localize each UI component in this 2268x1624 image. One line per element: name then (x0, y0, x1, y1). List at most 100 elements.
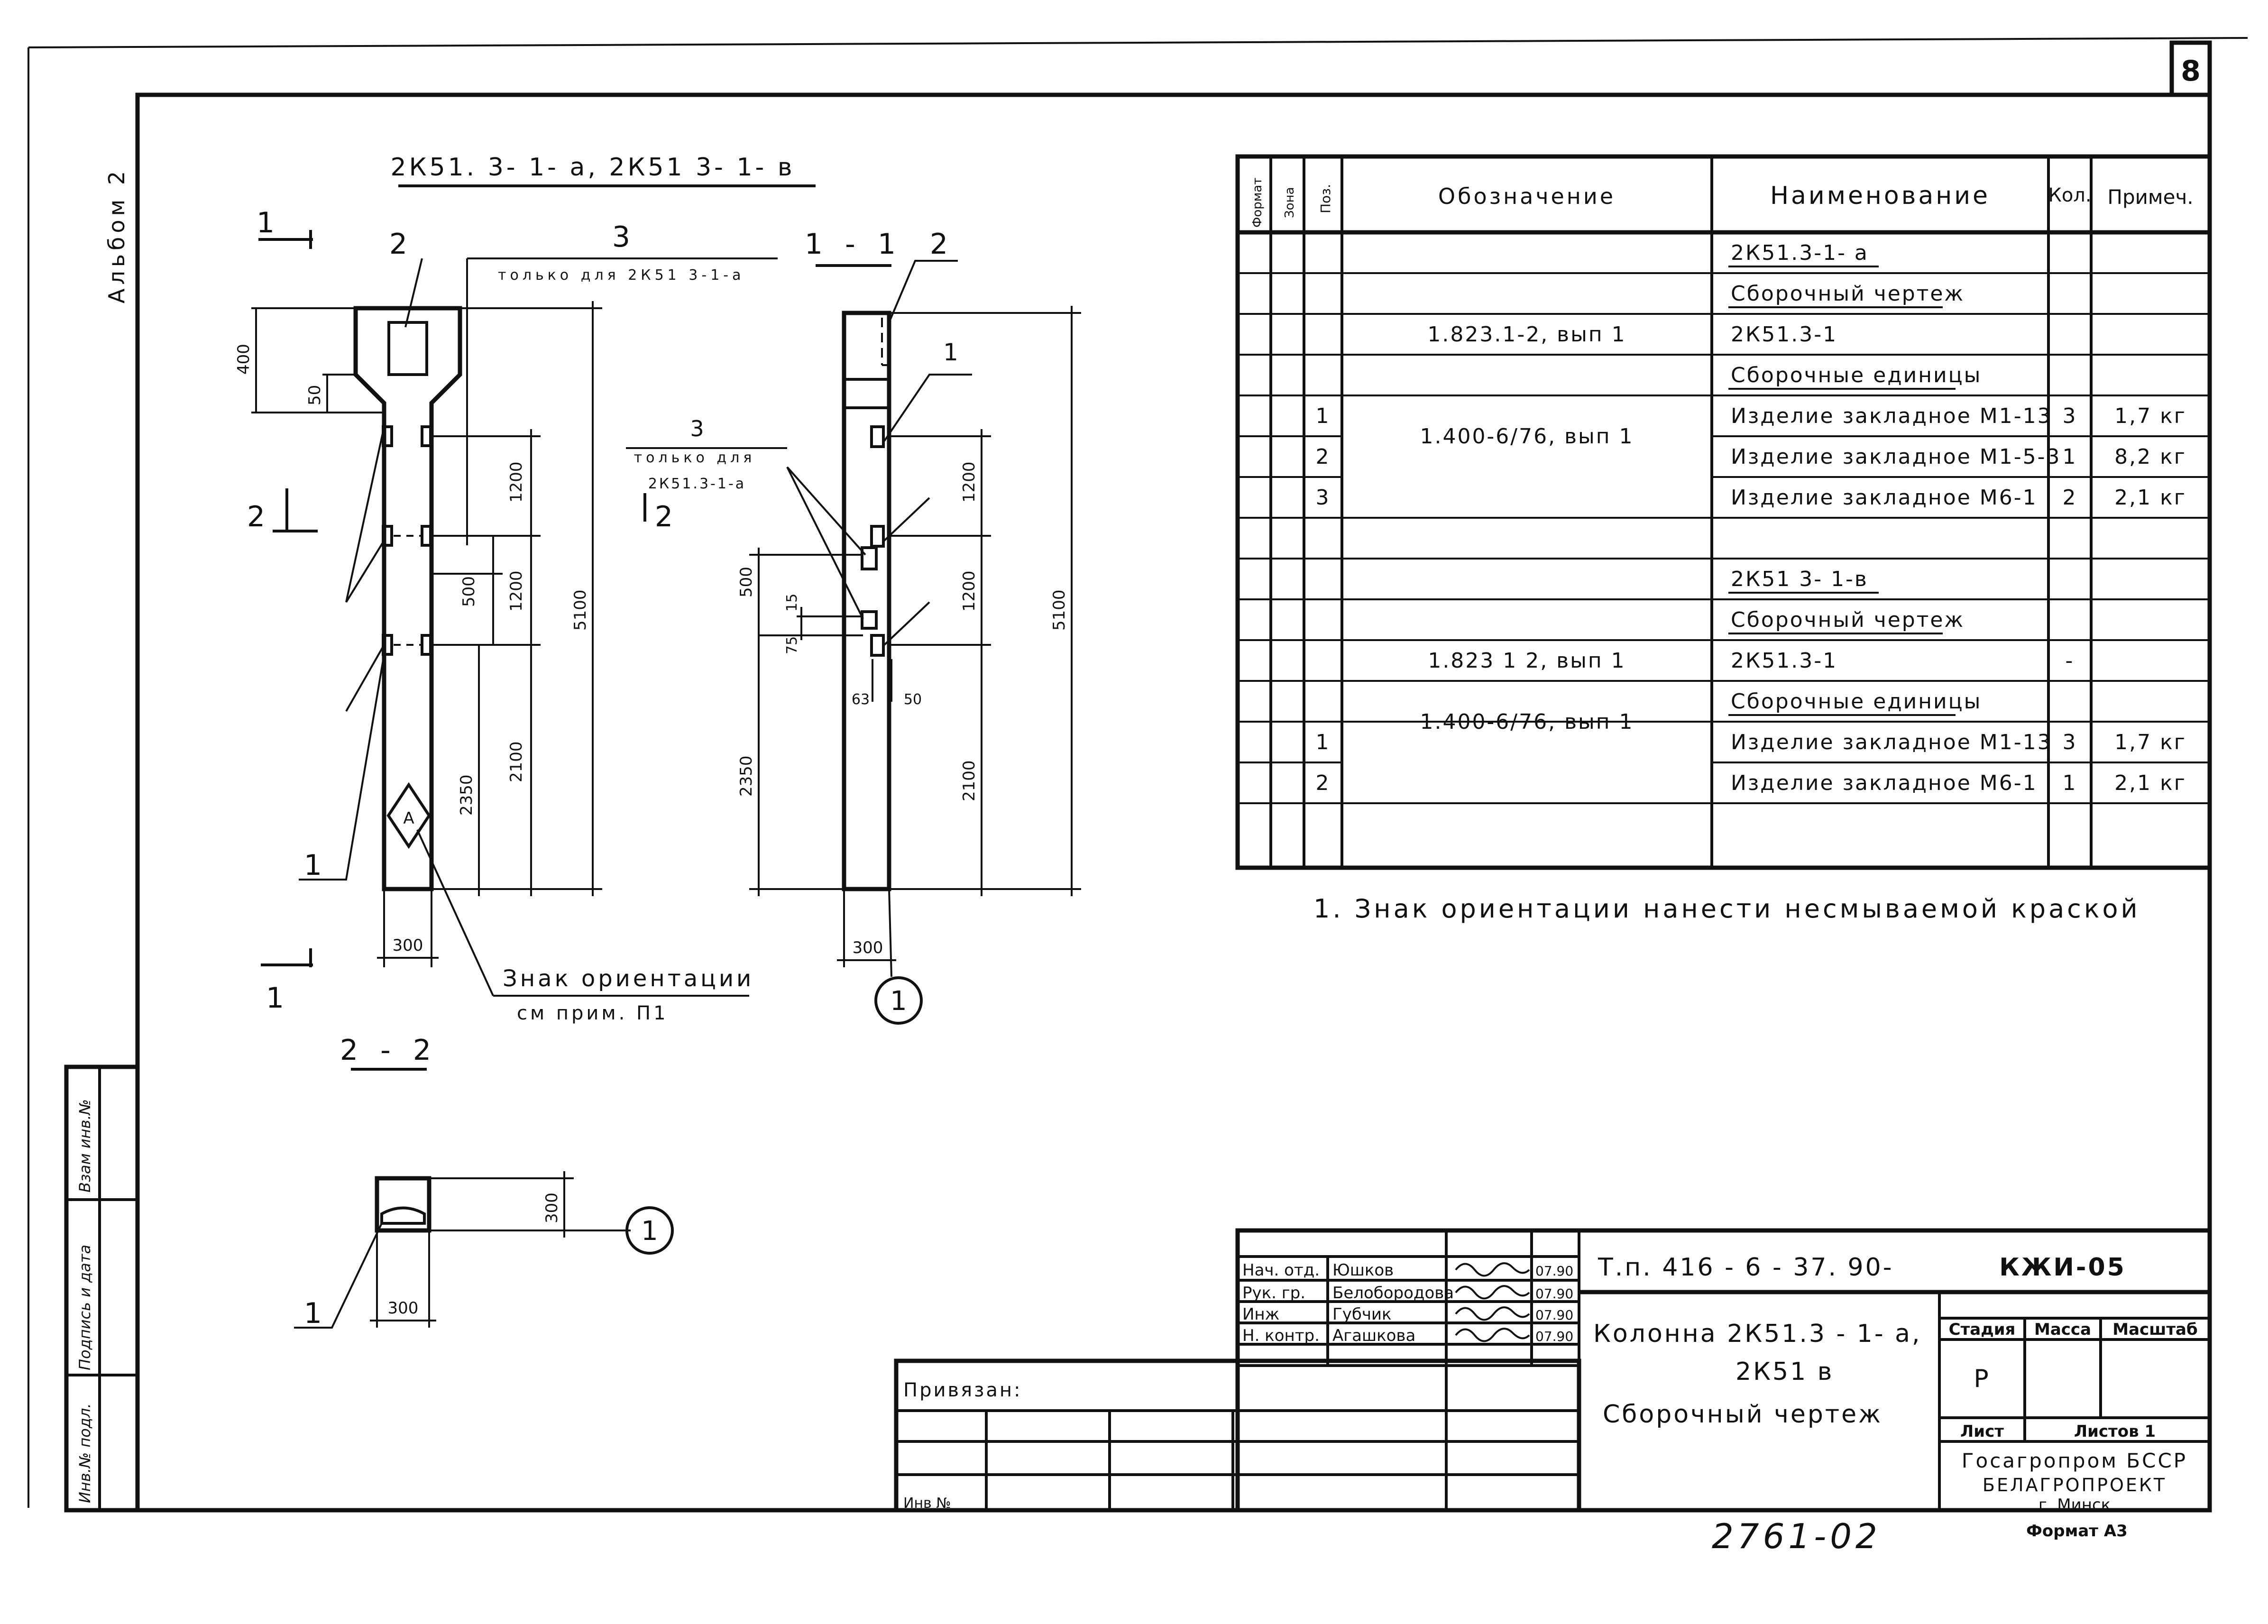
doc-code: Т.п. 416 - 6 - 37. 90- (1598, 1253, 1894, 1282)
spec-header-designation: Обозначение (1438, 184, 1616, 209)
dim-5100-side: 5100 (1050, 589, 1069, 631)
side-view-dimensions: 500 2350 15 75 63 50 1200 1200 2100 5100… (737, 306, 1081, 967)
dim-2350-front: 2350 (457, 774, 476, 816)
dim-50-head: 50 (305, 385, 324, 405)
spec-note-cell: 8,2 кг (2114, 445, 2186, 469)
spec-header-name: Наименование (1770, 182, 1990, 210)
side-stamp-inventory: Инв.№ подл. (76, 1403, 94, 1503)
general-note: 1. Знак ориентации нанести несмываемой к… (1313, 894, 2140, 924)
dim-1200-side-b: 1200 (960, 570, 979, 612)
spec-name-cell: Сборочные единицы (1731, 363, 1982, 387)
spec-name-cell: Изделие закладное М1-5-3 (1731, 445, 2061, 469)
dim-500-front: 500 (459, 576, 478, 607)
sheets-label: Листов 1 (2074, 1422, 2156, 1441)
section-2-2-outline (375, 1176, 432, 1233)
section-mark-1-bottom: 1 (266, 982, 284, 1015)
pos-label-3-side: 3 (690, 416, 704, 441)
sheet-trim-top (28, 37, 2248, 48)
spec-note-cell: 1,7 кг (2114, 730, 2186, 754)
pos-label-2-front: 2 (389, 228, 407, 261)
spec-designation-cell: 1.823.1-2, вып 1 (1427, 322, 1626, 347)
callout-1-section: 1 (641, 1216, 658, 1247)
dim-300-section-v: 300 (542, 1193, 561, 1223)
dim-500-side: 500 (737, 567, 756, 597)
spec-designation-cell: 1.400-6/76, вып 1 (1420, 424, 1634, 449)
dim-50-side: 50 (904, 691, 922, 708)
orientation-note-line2: см прим. П1 (517, 1002, 669, 1024)
spec-qty-cell: 3 (2063, 404, 2077, 428)
bound-label: Привязан: (903, 1379, 1022, 1401)
stage-value: Р (1974, 1365, 1990, 1393)
pos-label-2-side: 2 (930, 228, 948, 261)
spec-name-cell: Изделие закладное М1-13 (1731, 730, 2052, 754)
spec-qty-cell: 1 (2063, 445, 2077, 469)
orientation-symbol: А (403, 809, 414, 828)
side-column-outline (842, 311, 891, 891)
front-view-labels: 2 3 только для 2К51 3-1-а 1 1 2 1 Знак о… (247, 206, 778, 1024)
spec-qty-cell: 1 (2063, 771, 2077, 795)
spec-name-cell: Сборочные единицы (1731, 689, 1982, 714)
spec-name-cell: 2К51 3- 1-в (1731, 567, 1868, 591)
callout-circle-section (625, 1206, 674, 1255)
tb-role-cell: Инж (1242, 1305, 1279, 1324)
section-mark-1-top: 1 (257, 206, 275, 239)
head-opening (387, 321, 428, 376)
dim-5100-front: 5100 (571, 589, 590, 631)
tb-name-cell: Агашкова (1332, 1326, 1415, 1345)
pos-label-1-front: 1 (304, 849, 322, 882)
dim-75: 75 (784, 636, 800, 654)
dim-2350-side: 2350 (737, 755, 756, 797)
pos-label-1-section: 1 (304, 1297, 322, 1330)
org-line1: Госагропром БССР (1962, 1449, 2187, 1472)
archive-number: 2761-02 (1712, 1516, 1881, 1556)
sheet-label: Лист (1960, 1422, 2004, 1441)
spec-table-frame (1235, 154, 2212, 870)
callout-1-side: 1 (890, 986, 907, 1017)
inv-label: Инв № (903, 1495, 951, 1512)
section-2-2: 2 - 2 300 300 1 1 (294, 1034, 674, 1330)
only-for-line1: только для (634, 450, 756, 466)
signature-mark (1455, 1285, 1530, 1300)
dim-1200-side-a: 1200 (960, 461, 979, 503)
spec-header-pos: Поз. (1318, 184, 1333, 213)
spec-pos-cell: 1 (1316, 730, 1331, 754)
spec-header-qty: Кол. (2048, 184, 2091, 206)
dim-1200-a: 1200 (507, 461, 526, 503)
spec-name-cell: 2К51.3-1 (1731, 649, 1837, 673)
dim-2100-front: 2100 (507, 741, 526, 782)
spec-name-cell: Изделие закладное М6-1 (1731, 771, 2038, 795)
side-stamp: Взам инв.№ Подпись и дата Инв.№ подл. (64, 1064, 140, 1513)
dim-63: 63 (852, 691, 870, 708)
section-2-2-title: 2 - 2 (340, 1034, 438, 1067)
spec-designation-cell: 1.400-6/76, вып 1 (1420, 710, 1634, 734)
pos-label-3-front: 3 (612, 220, 630, 254)
spec-name-cell: Сборочный чертеж (1731, 608, 1965, 632)
title-block: Привязан: Инв № Т.п. 416 - 6 - 37. 90- К… (894, 1228, 2212, 1514)
mass-label: Масса (2034, 1320, 2091, 1339)
spec-name-cell: 2К51.3-1 (1731, 322, 1837, 347)
spec-name-cell: Изделие закладное М1-13 (1731, 404, 2052, 428)
only-for-line2: 2К51.3-1-а (648, 476, 746, 492)
dim-1200-b: 1200 (507, 570, 526, 612)
spec-header-format: Формат (1250, 178, 1265, 228)
front-view-dimensions: 400 50 1200 1200 500 2100 2350 5100 300 (234, 301, 602, 967)
spec-note-cell: 1,7 кг (2114, 404, 2186, 428)
spec-qty-cell: 2 (2063, 486, 2077, 510)
dim-300-section-h: 300 (388, 1299, 419, 1318)
side-stamp-signature: Подпись и дата (76, 1245, 94, 1370)
callout-circle-side (874, 976, 923, 1025)
sheet-number-box: 8 (2169, 40, 2212, 97)
spec-name-cell: Изделие закладное М6-1 (1731, 486, 2038, 510)
tb-role-cell: Н. контр. (1242, 1326, 1320, 1345)
spec-note-cell: 2,1 кг (2114, 486, 2186, 510)
signature-mark (1455, 1328, 1530, 1342)
org-line2: БЕЛАГРОПРОЕКТ (1983, 1475, 2167, 1496)
doc-mark: КЖИ-05 (1999, 1253, 2126, 1282)
orientation-note-line1: Знак ориентации (503, 965, 754, 992)
spec-name-cell: Сборочный чертеж (1731, 282, 1965, 306)
spec-header-note: Примеч. (2107, 185, 2193, 209)
sheet-number: 8 (2181, 55, 2201, 88)
spec-row-lines (1238, 272, 2210, 804)
signature-mark (1455, 1306, 1530, 1321)
